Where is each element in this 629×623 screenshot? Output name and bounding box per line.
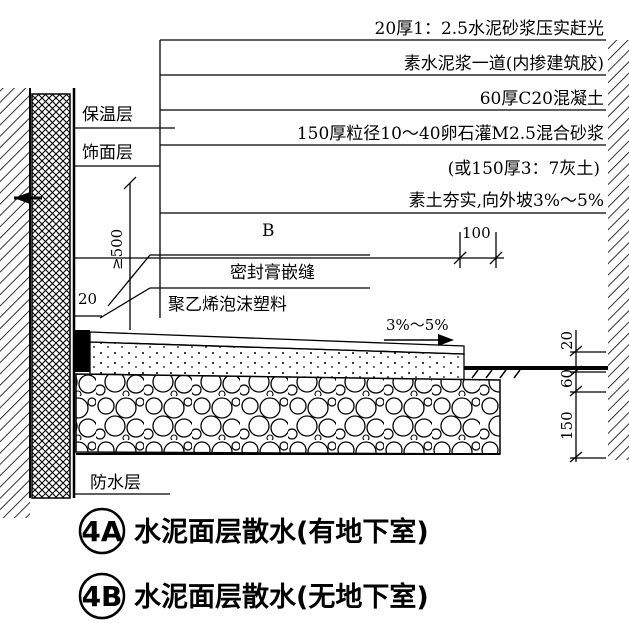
note-concrete: 60厚C20混凝土 — [480, 89, 604, 109]
dim-150: 150 — [558, 411, 576, 440]
right-soil-hatch — [608, 40, 629, 460]
caption-b-text: 水泥面层散水(无地下室) — [134, 581, 429, 613]
caption-b-id: 4B — [82, 580, 123, 613]
sealant-block — [75, 330, 90, 372]
dim-width: B — [262, 221, 275, 241]
note-pebble: 150厚粒径10～40卵石灌M2.5混合砂浆 — [297, 124, 604, 144]
dim-edge: 100 — [462, 224, 491, 242]
wall-section — [31, 93, 71, 499]
note-lime-soil: (或150厚3：7灰土) — [448, 159, 600, 179]
note-cement-slurry: 素水泥浆一道(内掺建筑胶) — [404, 54, 604, 74]
note-mortar: 20厚1：2.5水泥砂浆压实赶光 — [375, 19, 604, 39]
dim-slope: 3%～5% — [386, 316, 449, 334]
dim-gap: 20 — [78, 290, 97, 308]
label-insulation: 保温层 — [82, 105, 133, 125]
caption-a-circle — [78, 507, 126, 555]
dimension-lines — [74, 176, 606, 463]
label-foam: 聚乙烯泡沫塑料 — [168, 295, 287, 315]
layer-leaders — [74, 39, 606, 495]
label-waterproof: 防水层 — [90, 473, 141, 493]
dim-60: 60 — [558, 369, 576, 388]
pebble-layer — [75, 373, 501, 455]
dim-20: 20 — [558, 331, 576, 350]
left-ground-hatch — [0, 88, 30, 518]
caption-a-text: 水泥面层散水(有地下室) — [134, 516, 429, 548]
ground-hatch-ticks — [471, 369, 521, 379]
label-sealant: 密封膏嵌缝 — [230, 262, 315, 283]
label-finish: 饰面层 — [82, 143, 133, 163]
caption-a-id: 4A — [81, 515, 122, 548]
note-compacted-soil: 素土夯实,向外坡3%～5% — [409, 191, 604, 211]
caption-b-circle — [78, 572, 126, 620]
slope-arrow-icon — [438, 334, 454, 346]
dim-height-min: ≥500 — [108, 229, 126, 270]
